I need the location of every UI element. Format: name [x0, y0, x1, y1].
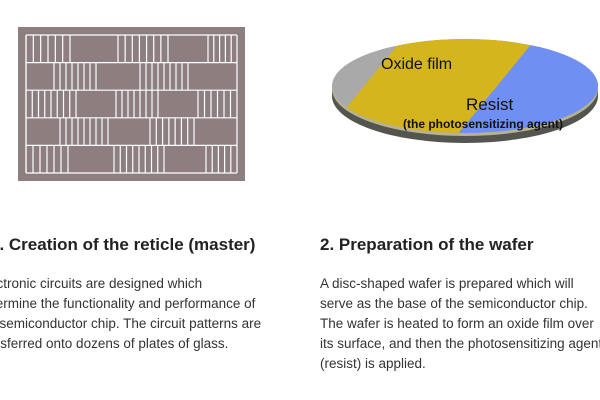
resist-sublabel: (the photosensitizing agent) [403, 117, 563, 131]
step1-line: Electronic circuits are designed which [0, 276, 203, 291]
step2-line: The wafer is heated to form an oxide fil… [320, 316, 594, 331]
resist-label: Resist [466, 95, 514, 114]
step1-line: determine the functionality and performa… [0, 296, 256, 311]
reticle-circuit-pattern [25, 34, 238, 174]
step1-description: Electronic circuits are designed which d… [0, 274, 261, 354]
oxide-film-band [332, 39, 538, 133]
step2-description: A disc-shaped wafer is prepared which wi… [320, 274, 600, 374]
step2-line: its surface, and then the photosensitizi… [320, 336, 600, 351]
step1-line: transferred onto dozens of plates of gla… [0, 336, 229, 351]
reticle-illustration [18, 27, 245, 181]
wafer-illustration: Oxide film Resist (the photosensitizing … [332, 39, 598, 143]
step1-heading: 1. Creation of the reticle (master) [0, 235, 256, 254]
oxide-film-label: Oxide film [381, 56, 452, 73]
step2-line: (resist) is applied. [320, 356, 426, 371]
step2-heading: 2. Preparation of the wafer [320, 235, 534, 254]
step2-line: A disc-shaped wafer is prepared which wi… [320, 276, 574, 291]
step1-line: the semiconductor chip. The circuit patt… [0, 316, 262, 331]
step2-line: serve as the base of the semiconductor c… [320, 296, 588, 311]
